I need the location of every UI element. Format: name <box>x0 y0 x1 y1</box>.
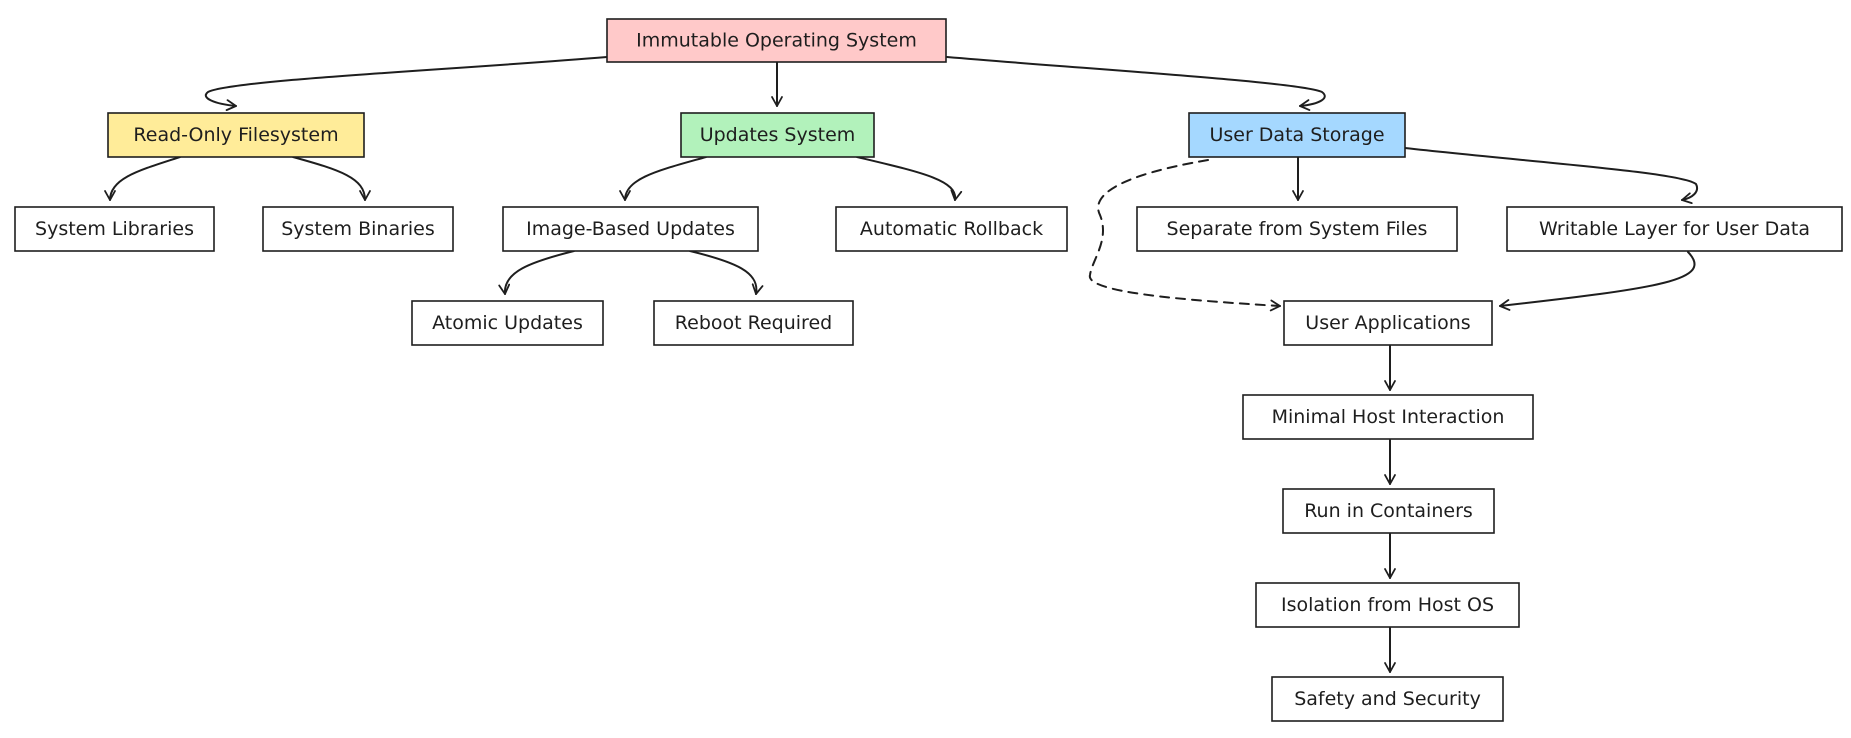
edge-updates-system-to-image-based-updates <box>619 156 707 201</box>
edge-readonly-fs-to-system-libraries <box>104 156 181 201</box>
node-box <box>1188 112 1406 158</box>
node-label: Immutable Operating System <box>636 30 917 52</box>
node-label: User Data Storage <box>1209 124 1384 146</box>
node-label: Automatic Rollback <box>860 218 1043 240</box>
node-label: User Applications <box>1305 312 1470 334</box>
edge-user-data-storage-to-writable-layer <box>1404 147 1698 205</box>
edge-image-based-updates-to-reboot-required <box>689 250 764 295</box>
edge-image-based-updates-to-atomic-updates <box>498 250 575 295</box>
nodes-layer: Immutable Operating System Read-Only Fil… <box>14 18 1843 722</box>
node-updates-system[interactable]: Updates System <box>680 112 875 158</box>
node-label: Updates System <box>700 124 856 146</box>
edge-root-to-readonly-fs <box>205 56 608 112</box>
node-box <box>606 18 947 63</box>
edge-root-to-user-data-storage <box>946 56 1326 111</box>
node-box <box>680 112 875 158</box>
node-box <box>1136 206 1458 252</box>
node-label: Writable Layer for User Data <box>1539 218 1810 240</box>
node-box <box>1255 582 1520 628</box>
node-system-binaries[interactable]: System Binaries <box>262 206 454 252</box>
node-system-libraries[interactable]: System Libraries <box>14 206 215 252</box>
node-label: Run in Containers <box>1304 500 1473 522</box>
node-label: Reboot Required <box>675 312 832 334</box>
node-label: Separate from System Files <box>1167 218 1428 240</box>
node-box <box>1242 394 1534 440</box>
node-reboot-required[interactable]: Reboot Required <box>653 300 854 346</box>
node-safety-and-security[interactable]: Safety and Security <box>1271 676 1504 722</box>
node-box <box>1506 206 1843 252</box>
node-box <box>1283 300 1493 346</box>
node-box <box>502 206 759 252</box>
node-box <box>14 206 215 252</box>
node-user-applications[interactable]: User Applications <box>1283 300 1493 346</box>
edge-writable-layer-to-user-applications <box>1499 251 1696 311</box>
edges-layer <box>104 56 1698 673</box>
node-label: Read-Only Filesystem <box>133 124 338 146</box>
node-box <box>411 300 604 346</box>
node-label: System Binaries <box>281 218 435 240</box>
node-minimal-host-interaction[interactable]: Minimal Host Interaction <box>1242 394 1534 440</box>
node-image-based-updates[interactable]: Image-Based Updates <box>502 206 759 252</box>
node-box <box>262 206 454 252</box>
node-box <box>107 112 365 158</box>
node-box <box>835 206 1068 252</box>
node-label: Atomic Updates <box>432 312 583 334</box>
node-writable-layer-for-user-data[interactable]: Writable Layer for User Data <box>1506 206 1843 252</box>
node-label: System Libraries <box>35 218 194 240</box>
node-separate-from-system-files[interactable]: Separate from System Files <box>1136 206 1458 252</box>
node-box <box>1271 676 1504 722</box>
node-label: Isolation from Host OS <box>1281 594 1494 616</box>
edge-user-data-storage-to-user-applications <box>1088 159 1281 312</box>
edge-updates-system-to-automatic-rollback <box>856 156 963 201</box>
node-atomic-updates[interactable]: Atomic Updates <box>411 300 604 346</box>
node-immutable-operating-system[interactable]: Immutable Operating System <box>606 18 947 63</box>
node-label: Safety and Security <box>1294 688 1481 710</box>
node-box <box>1282 488 1495 534</box>
edge-readonly-fs-to-system-binaries <box>292 156 371 201</box>
node-run-in-containers[interactable]: Run in Containers <box>1282 488 1495 534</box>
node-user-data-storage[interactable]: User Data Storage <box>1188 112 1406 158</box>
node-isolation-from-host-os[interactable]: Isolation from Host OS <box>1255 582 1520 628</box>
node-box <box>653 300 854 346</box>
node-read-only-filesystem[interactable]: Read-Only Filesystem <box>107 112 365 158</box>
node-automatic-rollback[interactable]: Automatic Rollback <box>835 206 1068 252</box>
node-label: Minimal Host Interaction <box>1272 406 1505 428</box>
node-label: Image-Based Updates <box>526 218 735 240</box>
